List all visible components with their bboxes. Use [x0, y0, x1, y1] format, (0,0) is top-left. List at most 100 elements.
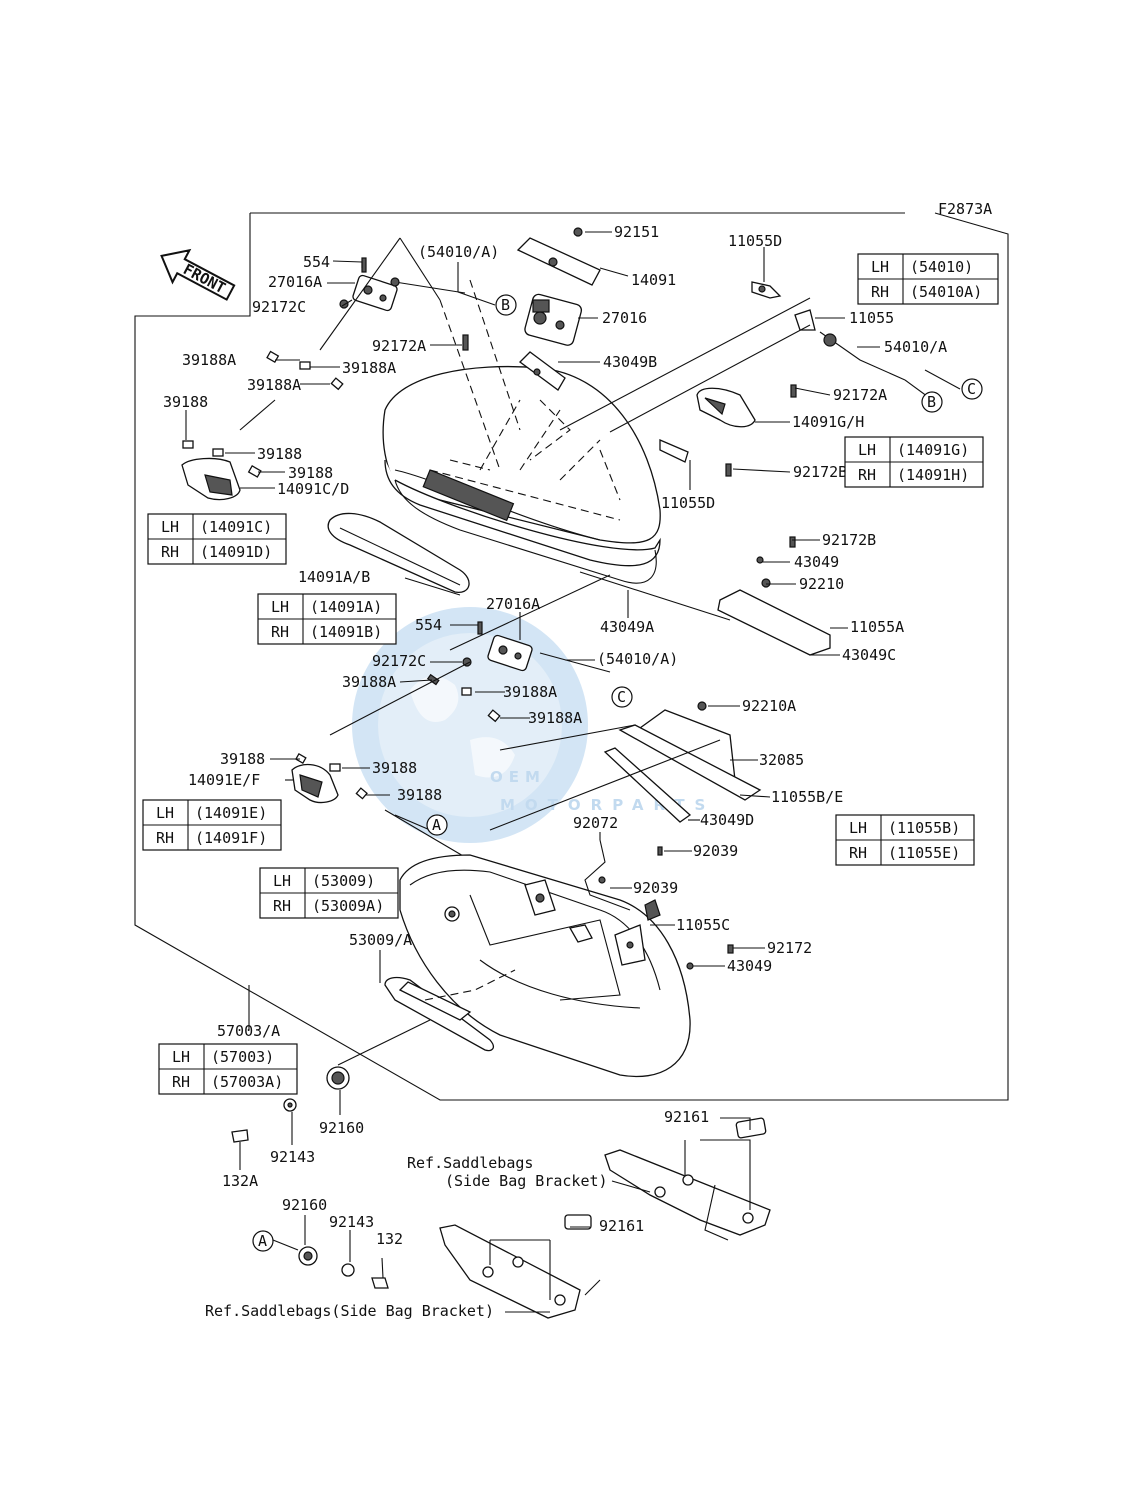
- svg-text:LH: LH: [156, 804, 174, 822]
- bracket-43049b: [519, 351, 566, 391]
- callout-54010a-top: (54010/A): [418, 243, 499, 261]
- callout-39188a-5: 39188A: [503, 683, 557, 701]
- circle-ref-a-1: A: [426, 814, 448, 836]
- callout-39188-2: 39188: [257, 445, 302, 463]
- callout-554-mid: 554: [415, 616, 442, 634]
- svg-text:(53009): (53009): [312, 872, 375, 890]
- svg-text:LH: LH: [871, 258, 889, 276]
- callout-14091gh: 14091G/H: [792, 413, 864, 431]
- callout-39188-6: 39188: [397, 786, 442, 804]
- circle-ref-b-2: B: [921, 391, 943, 413]
- callout-39188-3: 39188: [288, 464, 333, 482]
- svg-text:(14091B): (14091B): [310, 623, 382, 641]
- svg-text:(11055B): (11055B): [888, 819, 960, 837]
- svg-text:LH: LH: [161, 518, 179, 536]
- svg-text:(54010): (54010): [910, 258, 973, 276]
- svg-text:LH: LH: [858, 441, 876, 459]
- callout-92172a-right: 92172A: [833, 386, 887, 404]
- callout-54010a-mid: (54010/A): [597, 650, 678, 668]
- svg-text:RH: RH: [273, 897, 291, 915]
- trim-14091ab: [327, 512, 470, 593]
- svg-text:(57003): (57003): [211, 1048, 274, 1066]
- svg-text:RH: RH: [858, 466, 876, 484]
- callout-92039-1: 92039: [693, 842, 738, 860]
- watermark: OEM MOTORPARTS: [352, 607, 715, 843]
- svg-text:RH: RH: [271, 623, 289, 641]
- svg-text:C: C: [967, 380, 976, 398]
- svg-text:(14091C): (14091C): [200, 518, 272, 536]
- callout-11055a: 11055A: [850, 618, 904, 636]
- callout-14091ef: 14091E/F: [188, 771, 260, 789]
- callout-27016: 27016: [602, 309, 647, 327]
- cover-14091ef: [291, 763, 339, 804]
- callout-14091: 14091: [631, 271, 676, 289]
- cover-14091gh: [696, 387, 756, 428]
- stay-43049d: [603, 747, 692, 823]
- ref-label-2: Ref.Saddlebags(Side Bag Bracket): [205, 1302, 494, 1320]
- svg-text:RH: RH: [156, 829, 174, 847]
- callout-92172c-mid: 92172C: [372, 652, 426, 670]
- figure-code: F2873A: [938, 200, 992, 218]
- svg-text:A: A: [432, 816, 441, 834]
- callout-labels: 92151 11055D (54010/A) 554 27016A 92172C…: [163, 223, 947, 1320]
- front-arrow-icon: FRONT: [160, 248, 236, 301]
- saddlebag-case: [399, 854, 691, 1078]
- front-label: FRONT: [180, 260, 228, 297]
- callout-39188-4: 39188: [220, 750, 265, 768]
- callout-27016a-top: 27016A: [268, 273, 322, 291]
- callout-92172a-mid: 92172A: [372, 337, 426, 355]
- callout-39188-1: 39188: [163, 393, 208, 411]
- svg-text:(14091A): (14091A): [310, 598, 382, 616]
- svg-text:LH: LH: [273, 872, 291, 890]
- callout-92172: 92172: [767, 939, 812, 957]
- table-57003: LH (57003) RH (57003A): [158, 1043, 298, 1095]
- callout-53009a: 53009/A: [349, 931, 412, 949]
- callout-92161-1: 92161: [664, 1108, 709, 1126]
- callout-39188a-6: 39188A: [528, 709, 582, 727]
- callout-11055c: 11055C: [676, 916, 730, 934]
- svg-text:RH: RH: [849, 844, 867, 862]
- callout-57003a: 57003/A: [217, 1022, 280, 1040]
- circle-ref-c-2: C: [611, 686, 633, 708]
- bracket-11055: [794, 309, 816, 331]
- watermark-sub: MOTORPARTS: [500, 796, 715, 814]
- callout-39188a-4: 39188A: [342, 673, 396, 691]
- callout-92160-1: 92160: [319, 1119, 364, 1137]
- callout-92072: 92072: [573, 814, 618, 832]
- callout-92210: 92210: [799, 575, 844, 593]
- circle-ref-b-1: B: [495, 294, 517, 316]
- svg-text:C: C: [617, 688, 626, 706]
- table-14091ab: LH (14091A) RH (14091B): [257, 593, 397, 645]
- callout-43049-2: 43049: [727, 957, 772, 975]
- svg-text:(14091G): (14091G): [897, 441, 969, 459]
- table-14091gh: LH (14091G) RH (14091H): [844, 436, 984, 488]
- callout-43049d: 43049D: [700, 811, 754, 829]
- callout-27016a-mid: 27016A: [486, 595, 540, 613]
- callout-92160-2: 92160: [282, 1196, 327, 1214]
- plate-14091: [516, 237, 601, 286]
- cover-14091cd: [181, 457, 241, 501]
- svg-text:(54010A): (54010A): [910, 283, 982, 301]
- callout-14091ab: 14091A/B: [298, 568, 370, 586]
- callout-43049c: 43049C: [842, 646, 896, 664]
- callout-39188a-2: 39188A: [342, 359, 396, 377]
- circle-ref-a-2: A: [252, 1230, 274, 1252]
- callout-92143-2: 92143: [329, 1213, 374, 1231]
- callout-132a: 132A: [222, 1172, 258, 1190]
- callout-92210a: 92210A: [742, 697, 796, 715]
- circle-ref-c-1: C: [961, 378, 983, 400]
- svg-text:(11055E): (11055E): [888, 844, 960, 862]
- svg-text:(53009A): (53009A): [312, 897, 384, 915]
- callout-92161-2: 92161: [599, 1217, 644, 1235]
- table-53009: LH (53009) RH (53009A): [259, 867, 399, 919]
- table-11055be: LH (11055B) RH (11055E): [835, 814, 975, 866]
- watermark-brand: OEM: [490, 768, 546, 786]
- callout-92172c-top: 92172C: [252, 298, 306, 316]
- svg-text:LH: LH: [849, 819, 867, 837]
- callout-39188-5: 39188: [372, 759, 417, 777]
- table-14091ef: LH (14091E) RH (14091F): [142, 799, 282, 851]
- cable-92072: [584, 839, 631, 911]
- bolt-92151-icon: [573, 227, 583, 237]
- lock-27016a-mid: [462, 621, 533, 672]
- watermark-globe-icon: [352, 607, 588, 843]
